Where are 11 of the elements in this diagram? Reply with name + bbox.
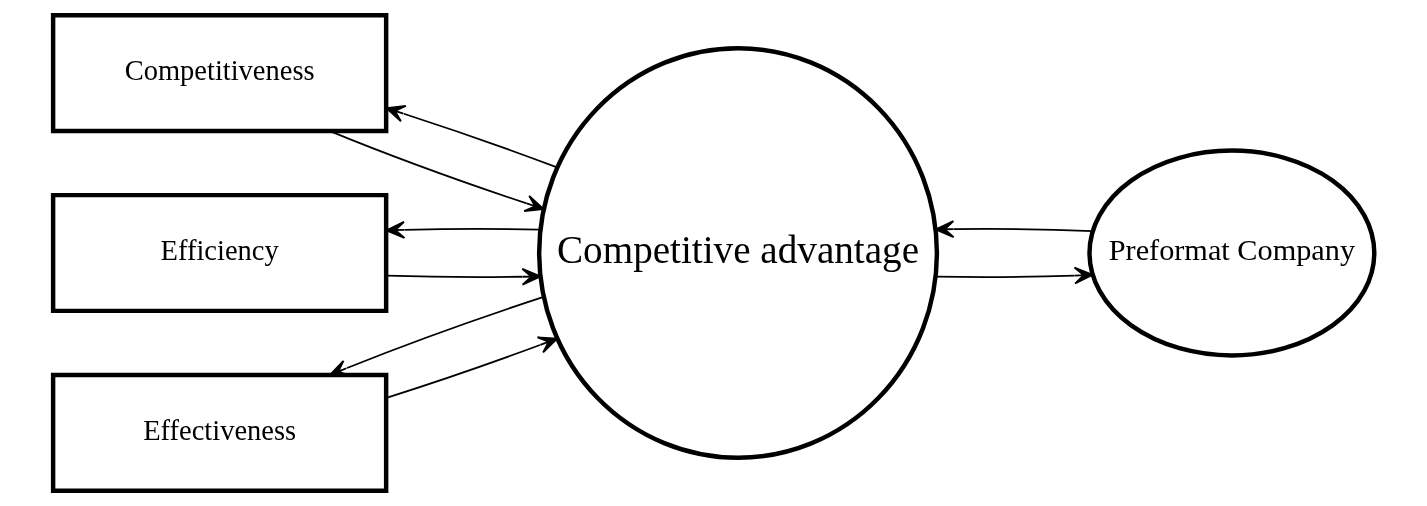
- arrow: [385, 105, 558, 169]
- node-box: Efficiency: [50, 192, 389, 314]
- node-box: Effectiveness: [50, 372, 389, 493]
- arrow: [934, 220, 1094, 239]
- arrow: [385, 221, 542, 239]
- arrow: [385, 267, 542, 286]
- arrow: [385, 336, 558, 399]
- arrow: [934, 266, 1094, 285]
- arrow: [329, 130, 545, 212]
- node-ellipse: Preformat Company: [1087, 148, 1377, 358]
- node-box: Competitiveness: [50, 13, 389, 134]
